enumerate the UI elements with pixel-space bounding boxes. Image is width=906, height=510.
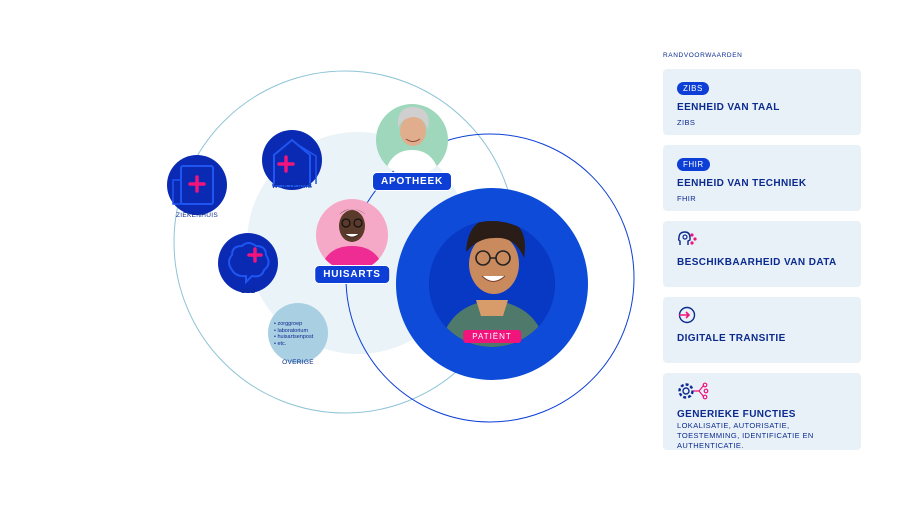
ziekenhuis-label: ZIEKENHUIS — [175, 212, 219, 219]
overige-list: zorggroep laboratorium huisartsenpost et… — [274, 321, 313, 347]
patient-photo — [429, 221, 555, 347]
ggz-label: GGZ — [240, 288, 256, 295]
head-data-icon — [677, 231, 697, 245]
patient-badge: PATIËNT — [463, 330, 521, 343]
card-subtitle: ZIBS — [677, 118, 696, 127]
randvoorwaarden-panel: RANDVOORWAARDEN ZIBS EENHEID VAN TAAL ZI… — [663, 52, 861, 460]
fhir-tag: FHIR — [677, 158, 710, 171]
card-title: EENHEID VAN TAAL — [677, 102, 780, 113]
overige-label: OVERIGE — [282, 359, 314, 366]
gear-network-icon — [678, 382, 709, 400]
card-title: BESCHIKBAARHEID VAN DATA — [677, 257, 837, 268]
card-eenheid-van-taal: ZIBS EENHEID VAN TAAL ZIBS — [663, 69, 861, 135]
card-subtitle: LOKALISATIE, AUTORISATIE, TOESTEMMING, I… — [677, 421, 814, 450]
huisarts-photo — [320, 209, 384, 271]
hospital-icon — [172, 165, 214, 205]
card-subtitle: FHIR — [677, 194, 697, 203]
list-item: etc. — [274, 341, 313, 348]
list-item: zorggroep — [274, 321, 313, 328]
ecosystem-diagram: ZIEKENHUIS WIJKTEAMS GGZ OVERIGE zorggro… — [0, 0, 650, 510]
wijkteams-circle — [262, 130, 322, 190]
zibs-tag: ZIBS — [677, 82, 709, 95]
card-title: GENERIEKE FUNCTIES — [677, 409, 796, 420]
card-beschikbaarheid-van-data: BESCHIKBAARHEID VAN DATA — [663, 221, 861, 287]
card-title: DIGITALE TRANSITIE — [677, 333, 786, 344]
diagram-canvas — [167, 70, 635, 423]
card-generieke-functies: GENERIEKE FUNCTIES LOKALISATIE, AUTORISA… — [663, 373, 861, 450]
brain-icon — [228, 242, 270, 285]
apotheek-photo — [384, 106, 440, 176]
panel-heading: RANDVOORWAARDEN — [663, 52, 743, 59]
list-item: laboratorium — [274, 328, 313, 335]
card-eenheid-van-techniek: FHIR EENHEID VAN TECHNIEK FHIR — [663, 145, 861, 211]
card-title: EENHEID VAN TECHNIEK — [677, 178, 807, 189]
enter-arrow-icon — [678, 306, 696, 324]
apotheek-badge: APOTHEEK — [372, 172, 452, 191]
huisarts-badge: HUISARTS — [314, 265, 390, 284]
wijkteams-label: WIJKTEAMS — [271, 183, 313, 190]
house-icon — [273, 138, 317, 187]
card-digitale-transitie: DIGITALE TRANSITIE — [663, 297, 861, 363]
list-item: huisartsenpost — [274, 334, 313, 341]
